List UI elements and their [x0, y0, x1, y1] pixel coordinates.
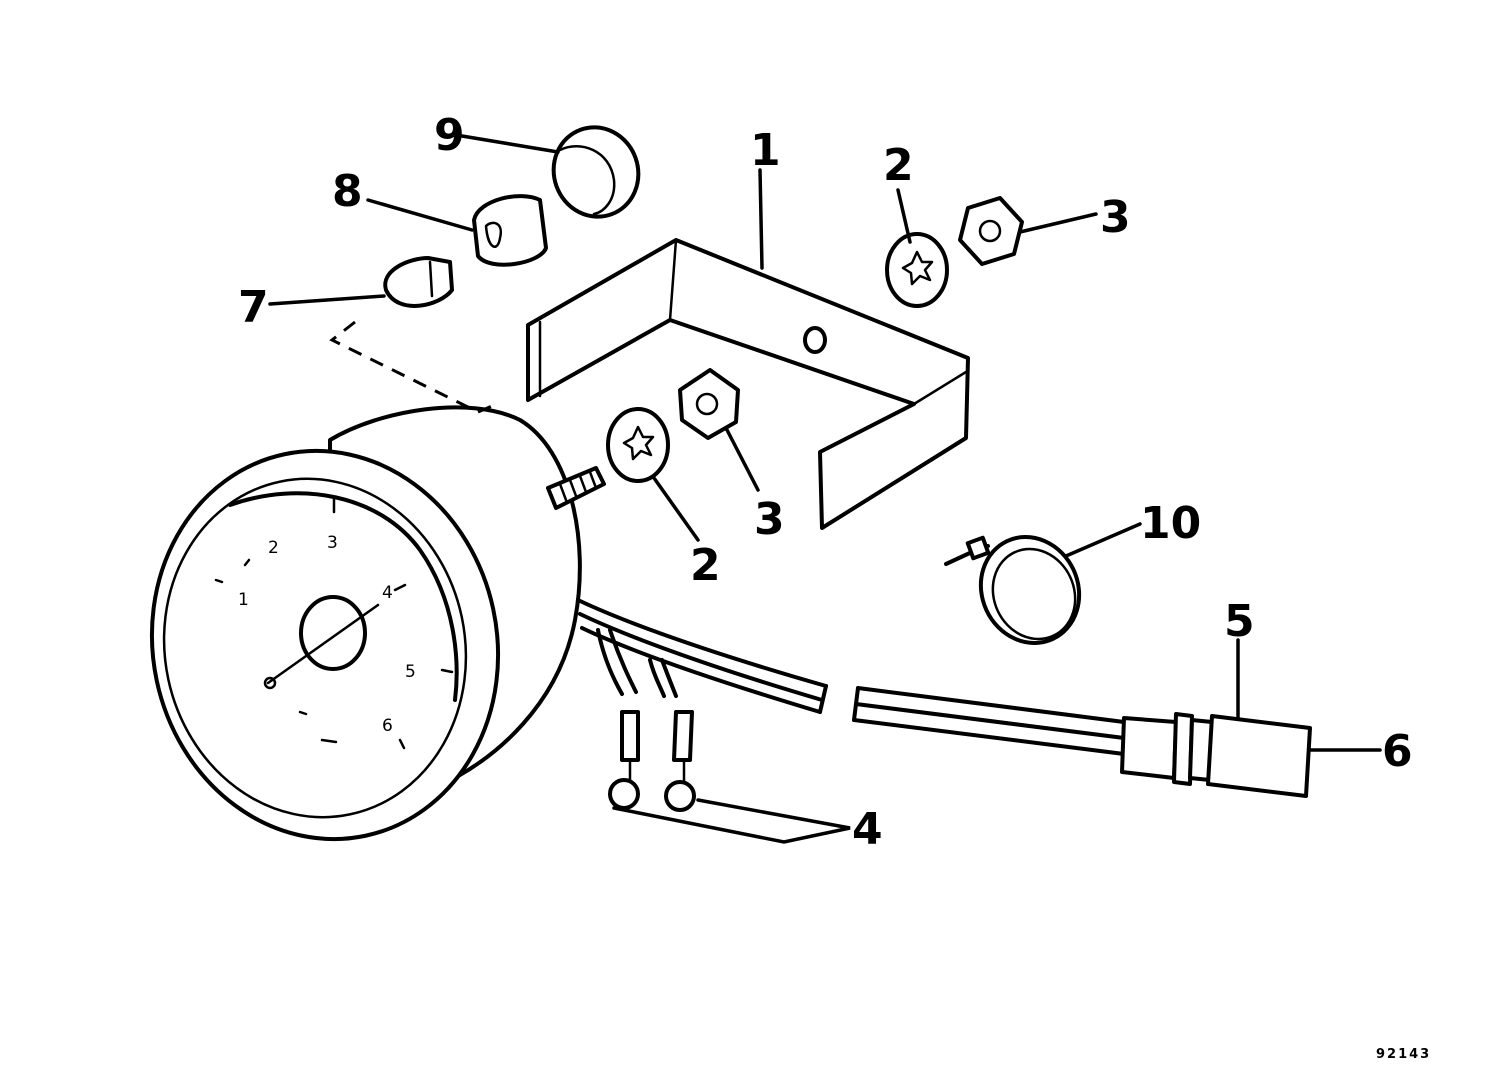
- leader-lines: [268, 134, 1382, 752]
- callout-3-top: 3: [1100, 192, 1131, 243]
- dial-number-2: 2: [268, 538, 279, 558]
- lamp-bulb: [383, 256, 454, 308]
- dial-number-1: 1: [238, 590, 249, 610]
- star-washer-bottom: [606, 407, 670, 483]
- star-washer-top: [885, 232, 949, 308]
- callout-1: 1: [750, 125, 781, 176]
- needle-pivot: [263, 676, 277, 690]
- dial-number-4: 4: [382, 583, 393, 603]
- tie-strap: [944, 535, 1082, 645]
- callout-10: 10: [1140, 498, 1201, 549]
- mounting-bracket: [526, 238, 970, 530]
- gauge-assembly: 1 2 3 4 5 6: [149, 405, 606, 842]
- gauge-needle: [266, 603, 380, 685]
- dial-number-6: 6: [382, 716, 393, 736]
- install-dashed-line: [329, 320, 493, 414]
- callout-2-bottom: 2: [690, 540, 721, 591]
- callout-6: 6: [1382, 726, 1413, 777]
- dial-number-3: 3: [327, 533, 338, 553]
- harness-connector: [1120, 712, 1312, 798]
- lens-cap: [551, 125, 641, 219]
- gauge-hub: [299, 595, 367, 671]
- wire-harness: [576, 598, 1126, 756]
- callout-9: 9: [434, 110, 465, 161]
- callout-2-top: 2: [883, 140, 914, 191]
- lamp-socket: [472, 194, 548, 267]
- callout-8: 8: [332, 166, 363, 217]
- callout-4: 4: [852, 804, 883, 855]
- mounting-stud: [546, 466, 606, 510]
- callout-3-bottom: 3: [754, 494, 785, 545]
- gauge-ticks: [214, 495, 454, 750]
- hex-nut-top: [958, 196, 1024, 266]
- gauge-face: [162, 477, 468, 819]
- reference-code: 92143: [1376, 1047, 1431, 1062]
- gauge-bezel: [149, 448, 501, 842]
- callout-5: 5: [1224, 596, 1255, 647]
- bracket-hole: [803, 326, 827, 354]
- gauge-scale-arc: [228, 491, 459, 702]
- ring-terminals: [608, 710, 851, 844]
- callout-7: 7: [238, 282, 269, 333]
- dial-number-5: 5: [405, 662, 416, 682]
- hex-nut-bottom: [678, 368, 740, 440]
